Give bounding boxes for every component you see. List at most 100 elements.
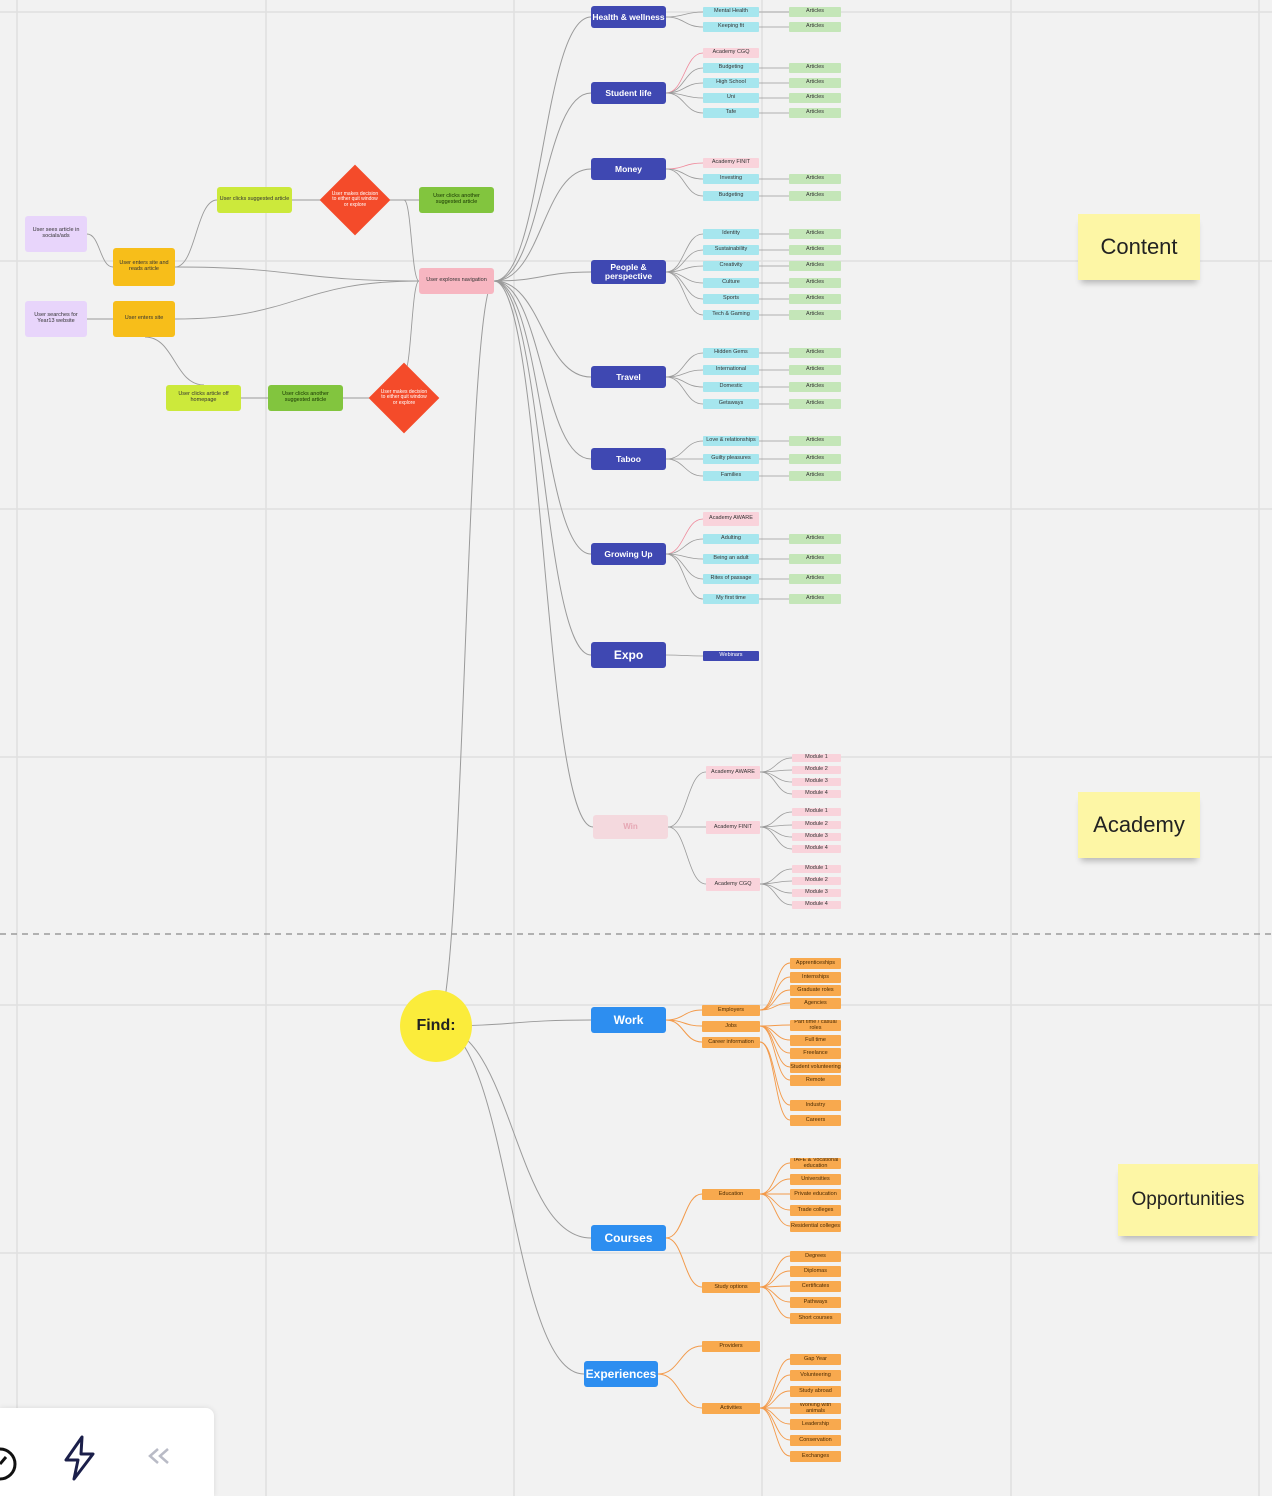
articles-node[interactable]: Articles [789, 436, 841, 446]
option-node[interactable]: Freelance [790, 1048, 841, 1059]
articles-node[interactable]: Articles [789, 229, 841, 239]
topic-node[interactable]: Domestic [703, 382, 759, 392]
find-circle[interactable]: Find: [400, 990, 472, 1062]
academy-node[interactable]: Academy FINIT [706, 821, 760, 834]
articles-node[interactable]: Articles [789, 594, 841, 604]
articles-node[interactable]: Articles [789, 278, 841, 288]
topic-node[interactable]: High School [703, 78, 759, 88]
topic-node[interactable]: Hidden Gems [703, 348, 759, 358]
articles-node[interactable]: Articles [789, 63, 841, 73]
option-node[interactable]: Apprenticeships [790, 958, 841, 969]
flow-enters-site[interactable]: User enters site [113, 301, 175, 337]
flow-clicks-another-1[interactable]: User clicks another suggested article [419, 187, 494, 213]
flow-clicks-another-2[interactable]: User clicks another suggested article [268, 385, 343, 411]
topic-node[interactable]: Getaways [703, 399, 759, 409]
topic-node[interactable]: Academy FINIT [703, 158, 759, 168]
articles-node[interactable]: Articles [789, 174, 841, 184]
category-hub-7[interactable]: Expo [591, 642, 666, 668]
topic-node[interactable]: Culture [703, 278, 759, 288]
option-node[interactable]: Student volunteering [790, 1062, 841, 1073]
articles-node[interactable]: Articles [789, 261, 841, 271]
topic-node[interactable]: Keeping fit [703, 22, 759, 32]
group-node[interactable]: Education [702, 1189, 760, 1200]
category-hub-6[interactable]: Growing Up [591, 543, 666, 565]
option-node[interactable]: Gap Year [790, 1354, 841, 1365]
option-node[interactable]: Full time [790, 1035, 841, 1046]
collapse-chevrons-icon[interactable] [146, 1446, 174, 1466]
module-node[interactable]: Module 4 [792, 845, 841, 853]
module-node[interactable]: Module 3 [792, 778, 841, 786]
academy-node[interactable]: Academy CGQ [706, 878, 760, 891]
module-node[interactable]: Module 1 [792, 808, 841, 816]
option-node[interactable]: Exchanges [790, 1451, 841, 1462]
topic-node[interactable]: Webinars [703, 651, 759, 661]
articles-node[interactable]: Articles [789, 471, 841, 481]
option-node[interactable]: Internships [790, 972, 841, 983]
option-node[interactable]: Certificates [790, 1281, 841, 1292]
topic-node[interactable]: Rites of passage [703, 574, 759, 584]
sticky-academy[interactable]: Academy [1078, 792, 1200, 858]
group-node[interactable]: Activities [702, 1403, 760, 1414]
topic-node[interactable]: Love & relationships [703, 436, 759, 446]
module-node[interactable]: Module 2 [792, 821, 841, 829]
topic-node[interactable]: Tafe [703, 108, 759, 118]
option-node[interactable]: Short courses [790, 1313, 841, 1324]
articles-node[interactable]: Articles [789, 93, 841, 103]
option-node[interactable]: Working with animals [790, 1403, 841, 1414]
find-hub-work[interactable]: Work [591, 1007, 666, 1033]
category-hub-1[interactable]: Student life [591, 82, 666, 104]
option-node[interactable]: Graduate roles [790, 985, 841, 996]
module-node[interactable]: Module 2 [792, 877, 841, 885]
module-node[interactable]: Module 3 [792, 833, 841, 841]
topic-node[interactable]: Being an adult [703, 554, 759, 564]
find-hub-experiences[interactable]: Experiences [584, 1361, 658, 1387]
topic-node[interactable]: Tech & Gaming [703, 310, 759, 320]
option-node[interactable]: Diplomas [790, 1266, 841, 1277]
articles-node[interactable]: Articles [789, 554, 841, 564]
option-node[interactable]: Agencies [790, 998, 841, 1009]
topic-node[interactable]: Academy AWARE [703, 512, 759, 526]
flow-explores-navigation[interactable]: User explores navigation [419, 268, 494, 294]
option-node[interactable]: Leadership [790, 1419, 841, 1430]
flow-clicks-suggested[interactable]: User clicks suggested article [217, 187, 292, 213]
option-node[interactable]: Volunteering [790, 1370, 841, 1381]
flow-reads-article[interactable]: User sees article in socials/ads [25, 216, 87, 252]
articles-node[interactable]: Articles [789, 399, 841, 409]
option-node[interactable]: Study abroad [790, 1386, 841, 1397]
articles-node[interactable]: Articles [789, 348, 841, 358]
articles-node[interactable]: Articles [789, 7, 841, 17]
module-node[interactable]: Module 2 [792, 766, 841, 774]
option-node[interactable]: Pathways [790, 1297, 841, 1308]
topic-node[interactable]: Investing [703, 174, 759, 184]
module-node[interactable]: Module 4 [792, 901, 841, 909]
articles-node[interactable]: Articles [789, 191, 841, 201]
topic-node[interactable]: Academy CGQ [703, 48, 759, 58]
option-node[interactable]: Remote [790, 1075, 841, 1086]
articles-node[interactable]: Articles [789, 365, 841, 375]
option-node[interactable]: Trade colleges [790, 1205, 841, 1216]
sticky-content[interactable]: Content [1078, 214, 1200, 280]
topic-node[interactable]: Budgeting [703, 63, 759, 73]
articles-node[interactable]: Articles [789, 382, 841, 392]
articles-node[interactable]: Articles [789, 22, 841, 32]
topic-node[interactable]: Guilty pleasures [703, 454, 759, 464]
academy-node[interactable]: Academy AWARE [706, 766, 760, 779]
articles-node[interactable]: Articles [789, 78, 841, 88]
articles-node[interactable]: Articles [789, 310, 841, 320]
category-hub-5[interactable]: Taboo [591, 448, 666, 470]
articles-node[interactable]: Articles [789, 574, 841, 584]
articles-node[interactable]: Articles [789, 534, 841, 544]
option-node[interactable]: Residential colleges [790, 1221, 841, 1232]
group-node[interactable]: Jobs [702, 1021, 760, 1032]
articles-node[interactable]: Articles [789, 108, 841, 118]
topic-node[interactable]: Creativity [703, 261, 759, 271]
flow-enters-reads[interactable]: User enters site and reads article [113, 248, 175, 286]
module-node[interactable]: Module 1 [792, 865, 841, 873]
topic-node[interactable]: Sustainability [703, 245, 759, 255]
option-node[interactable]: TAFE & Vocational education [790, 1158, 841, 1169]
group-node[interactable]: Employers [702, 1005, 760, 1016]
topic-node[interactable]: My first time [703, 594, 759, 604]
group-node[interactable]: Study options [702, 1282, 760, 1293]
option-node[interactable]: Universities [790, 1174, 841, 1185]
